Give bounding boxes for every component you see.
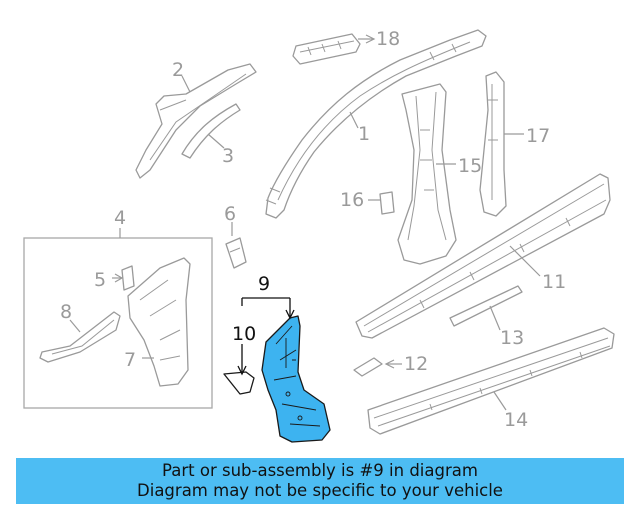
callout-11: 11 [542, 271, 566, 293]
part-14-rocker-outer: 14 [367, 327, 615, 435]
callout-9: 9 [258, 273, 270, 295]
callout-14: 14 [504, 409, 528, 431]
callout-3: 3 [222, 145, 234, 167]
assembly-4-box: 4 5 7 8 [23, 207, 213, 409]
part-17-rear-pillar: 17 [479, 71, 550, 217]
info-banner: Part or sub-assembly is #9 in diagram Di… [16, 458, 624, 504]
callout-12: 12 [404, 353, 428, 375]
part-13-reinforcement: 13 [449, 285, 524, 349]
callout-6: 6 [224, 203, 236, 225]
part-18-roof-bracket: 18 [292, 28, 400, 65]
part-10-wedge: 10 [223, 323, 256, 395]
callout-8: 8 [60, 301, 72, 323]
callout-10: 10 [232, 323, 256, 345]
callout-17: 17 [526, 125, 550, 147]
part-15-center-pillar: 15 [397, 83, 482, 265]
banner-line-1: Part or sub-assembly is #9 in diagram [162, 461, 478, 480]
part-12-plate: 12 [353, 353, 428, 377]
parts-diagram: 18 1 2 3 15 16 17 [23, 28, 615, 443]
callout-1: 1 [358, 123, 370, 145]
part-16-small-bracket: 16 [340, 189, 395, 215]
part-9-highlighted-pillar: 9 [241, 273, 331, 443]
part-3-pillar-reinforcement: 3 [181, 103, 241, 167]
part-2-front-pillar-upper: 2 [135, 59, 257, 179]
callout-13: 13 [500, 327, 524, 349]
callout-7: 7 [124, 349, 136, 371]
callout-5: 5 [94, 269, 106, 291]
callout-15: 15 [458, 155, 482, 177]
callout-16: 16 [340, 189, 364, 211]
callout-18: 18 [376, 28, 400, 50]
callout-2: 2 [172, 59, 184, 81]
callout-4: 4 [114, 207, 126, 229]
part-6-bracket: 6 [224, 203, 247, 269]
banner-line-2: Diagram may not be specific to your vehi… [137, 481, 503, 500]
part-1-roof-rail: 1 [265, 29, 487, 219]
part-11-rocker-inner: 11 [355, 173, 611, 339]
